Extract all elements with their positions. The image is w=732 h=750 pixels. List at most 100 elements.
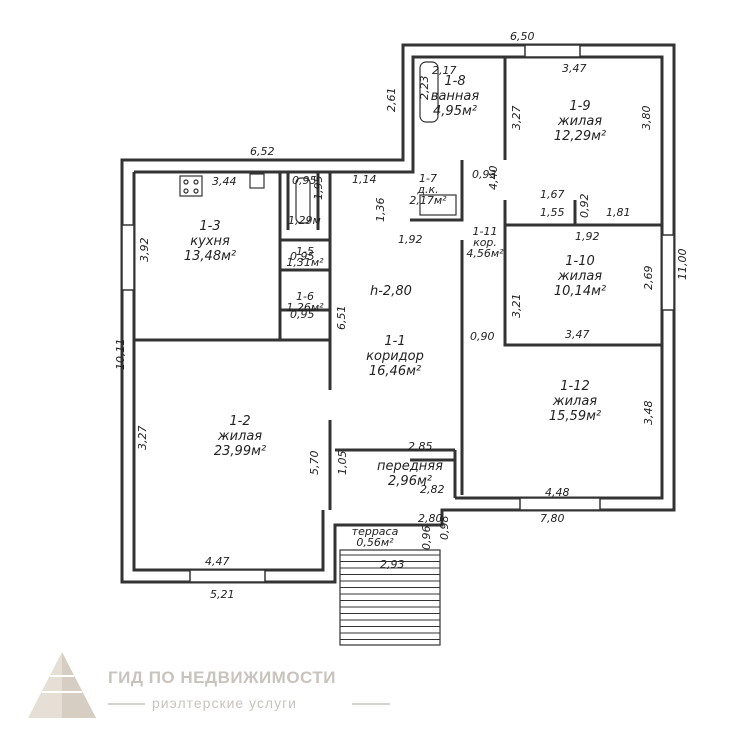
stairs: [339, 549, 441, 646]
room-name: 1-10: [565, 254, 595, 269]
dimension-label: 6,51: [335, 306, 348, 331]
room-name: жилая: [557, 269, 602, 284]
room-area: 2,96м²: [388, 474, 432, 489]
dimension-label: 0,92: [578, 194, 591, 219]
room-name: 1-9: [569, 99, 590, 114]
room-area: 1,26м²: [286, 301, 324, 314]
room-name: 1-12: [560, 379, 590, 394]
dimension-label: 4,48: [545, 486, 570, 499]
dimension-label: 1,29м: [288, 214, 321, 227]
room-name: 1-6: [296, 290, 314, 303]
dimension-label: 2,85: [408, 440, 433, 453]
room-area: 23,99м²: [214, 444, 266, 459]
room-area: 10,14м²: [554, 284, 606, 299]
room-area: 4,95м²: [433, 104, 477, 119]
dimension-label: 1,14: [352, 173, 377, 186]
room-name: кор.: [473, 236, 497, 249]
dimension-label: 6,50: [510, 30, 535, 43]
dimension-label: 2,17: [432, 64, 457, 77]
room-name: 1-7: [419, 172, 437, 185]
dimension-label: 3,27: [510, 106, 523, 131]
stair-steps: [340, 554, 440, 640]
dimension-labels: 6,50 2,17 3,47 2,61 2,23 3,27 3,80 6,52 3,44 0,95…: [114, 30, 689, 601]
room-name: 1-1: [384, 334, 405, 349]
room-name: жилая: [217, 429, 262, 444]
dimension-label: 1,95: [312, 176, 325, 201]
room-area: 13,48м²: [184, 249, 236, 264]
room-name: кухня: [190, 234, 230, 249]
dimension-label: 1,67: [540, 188, 565, 201]
room-r1-6: 1-61,26м²: [286, 290, 324, 314]
room-name: передняя: [377, 459, 443, 474]
dimension-label: 1,55: [540, 206, 565, 219]
room-name: д.к.: [416, 183, 438, 196]
dimension-label: 1,36: [374, 198, 387, 223]
dimension-label: 2,82: [420, 483, 445, 496]
room-name: 1-11: [473, 225, 498, 238]
watermark-title: ГИД ПО НЕДВИЖИМОСТИ: [108, 668, 336, 687]
dimension-label: 0,95: [292, 174, 317, 187]
room-name: 1-8: [444, 74, 465, 89]
dimension-label: 10,11: [114, 339, 127, 371]
room-name: ванная: [431, 89, 480, 104]
dimension-label: 0,95: [290, 308, 315, 321]
dimension-label: 1,81: [606, 206, 631, 219]
dimension-label: 1,05: [336, 451, 349, 476]
dimension-label: 2,69: [642, 266, 655, 291]
dimension-label: 0,98: [438, 516, 451, 541]
dimension-label: 5,70: [308, 451, 321, 476]
pyramid-logo-icon: [28, 652, 96, 718]
dimension-label: 3,21: [510, 294, 523, 319]
dimension-label: 3,44: [212, 175, 237, 188]
room-name: терраса: [352, 525, 399, 538]
room-name: жилая: [557, 114, 602, 129]
dimension-label: 3,47: [565, 328, 590, 341]
room-area: 15,59м²: [549, 409, 601, 424]
room-name: жилая: [552, 394, 597, 409]
dimension-label: 0,90: [470, 330, 495, 343]
dimension-label: 3,27: [136, 426, 149, 451]
dimension-label: 1,92: [575, 230, 600, 243]
height-label: h-2,80: [370, 284, 412, 299]
dimension-label: 2,80: [418, 512, 443, 525]
dimension-label: 2,23: [418, 76, 431, 101]
room-name: 1-3: [199, 219, 220, 234]
dimension-label: 3,92: [138, 238, 151, 263]
dimension-label: 0,95: [290, 250, 315, 263]
room-area: 12,29м²: [554, 129, 606, 144]
room-r1-7: 1-7д.к.2,17м²: [409, 172, 447, 207]
dimension-label: 5,21: [210, 588, 235, 601]
dimension-label: 4,40: [487, 166, 500, 191]
dimension-label: 0,96: [420, 526, 433, 551]
room-labels: 1-1коридор16,46м²1-2жилая23,99м²1-3кухня…: [184, 74, 606, 549]
room-area: 2,17м²: [409, 194, 447, 207]
dimension-label: 6,52: [250, 145, 275, 158]
room-area: 4,56м²: [466, 247, 504, 260]
dimension-label: 2,93: [380, 558, 405, 571]
dimension-label: 3,47: [562, 62, 587, 75]
watermark-subtitle: риэлтерские услуги: [152, 695, 297, 711]
room-area: 1,31м²: [286, 256, 324, 269]
dimension-label: 1,92: [398, 233, 423, 246]
dimension-label: 3,80: [640, 106, 653, 131]
room-name: 1-5: [296, 245, 314, 258]
dimension-label: 11,00: [676, 249, 689, 281]
dimension-label: 2,61: [385, 88, 398, 113]
room-name: коридор: [366, 349, 424, 364]
dimension-label: 3,48: [642, 401, 655, 426]
watermark: ГИД ПО НЕДВИЖИМОСТИ риэлтерские услуги: [28, 652, 390, 718]
room-r1-5: 1-51,31м²: [286, 245, 324, 269]
windows: [121, 44, 675, 583]
dimension-label: 7,80: [540, 512, 565, 525]
dimension-label: 0,93: [472, 168, 497, 181]
